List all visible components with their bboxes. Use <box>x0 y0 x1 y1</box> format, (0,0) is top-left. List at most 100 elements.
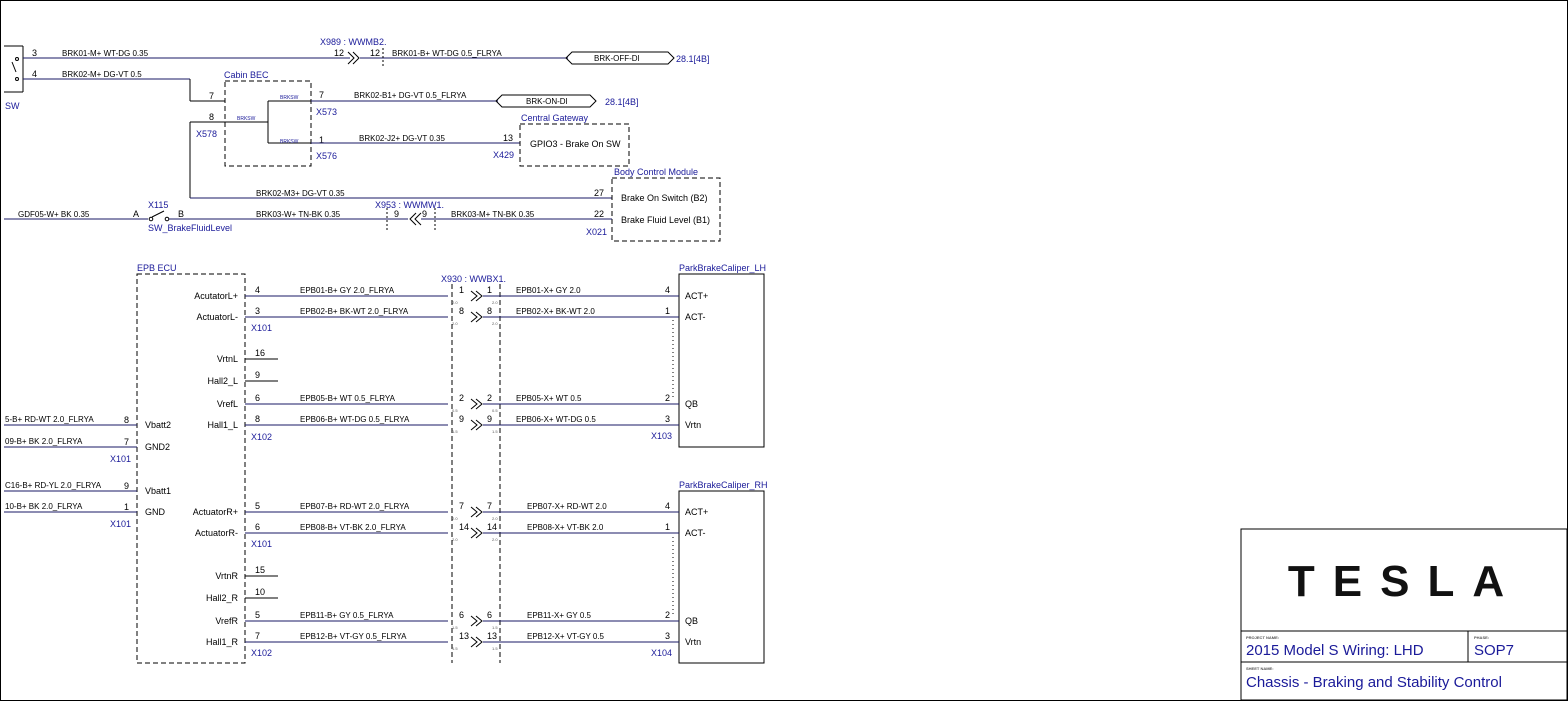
epb-row-10-caliper-name: QB <box>685 616 698 626</box>
brksw-tag-1: BRKSW <box>280 95 299 101</box>
epb-row-4-connector-a <box>470 398 478 410</box>
sw-label: SW <box>5 101 20 111</box>
cabin-bec-label: Cabin BEC <box>224 70 269 80</box>
gpio3-label: GPIO3 - Brake On SW <box>530 139 621 149</box>
epb-row-7-caliper-pin: 1 <box>665 522 670 532</box>
epb-row-5-connector-b <box>475 419 483 431</box>
epb-power-0-name: Vbatt2 <box>145 420 171 430</box>
epb-row-0-caliper-name: ACT+ <box>685 291 708 301</box>
brake-on-switch-label: Brake On Switch (B2) <box>621 193 708 203</box>
epb-power-1-wire-label: 09-B+ BK 2.0_FLRYA <box>5 437 83 446</box>
caliper-lh-box <box>678 273 765 448</box>
epb-row-7-conn-pin-1: 14 <box>459 522 469 532</box>
central-gateway-box <box>519 123 630 167</box>
wire-brk02-b1-label: BRK02-B1+ DG-VT 0.5_FLRYA <box>354 91 467 100</box>
bec-pin-7b: 7 <box>319 90 324 100</box>
epb-row-3-label: Hall2_L <box>207 376 238 386</box>
epb-row-5-caliper-pin: 3 <box>665 414 670 424</box>
x573-label: X573 <box>316 107 337 117</box>
epb-row-1-wire-label: EPB02-B+ BK-WT 2.0_FLRYA <box>300 307 409 316</box>
x429-label: X429 <box>493 150 514 160</box>
central-gateway-label: Central Gateway <box>521 113 589 123</box>
x103-label: X103 <box>651 431 672 441</box>
x989-connector <box>347 51 355 65</box>
brksw-tag-3: BRKSW <box>280 139 299 145</box>
x953-connector <box>409 212 417 226</box>
epb-ecu-box <box>136 273 246 664</box>
epb-row-0-wire-label: EPB01-B+ GY 2.0_FLRYA <box>300 286 395 295</box>
sw-fluid-pin-a: A <box>133 209 139 219</box>
epb-row-10-size-1: 1.5 <box>452 625 458 630</box>
epb-row-0-pin: 4 <box>255 285 260 295</box>
epb-ecu-label: EPB ECU <box>137 263 177 273</box>
epb-row-4-wire-label: EPB05-B+ WT 0.5_FLRYA <box>300 394 396 403</box>
sheet-name-value: Chassis - Braking and Stability Control <box>1246 674 1502 691</box>
epb-row-7-wire-2-label: EPB08-X+ VT-BK 2.0 <box>527 523 604 532</box>
sw-pin-3: 3 <box>32 48 37 58</box>
x578-label: X578 <box>196 129 217 139</box>
epb-row-11-pin: 7 <box>255 631 260 641</box>
brksw-tag-2: BRKSW <box>237 116 256 122</box>
epb-row-4-caliper-pin: 2 <box>665 393 670 403</box>
bcm-box <box>611 177 721 242</box>
epb-row-5-conn-pin-1: 9 <box>459 414 464 424</box>
bec-pin-8: 8 <box>209 112 214 122</box>
epb-row-6-pin: 5 <box>255 501 260 511</box>
wire-brk03-w-label: BRK03-W+ TN-BK 0.35 <box>256 210 341 219</box>
epb-row-6-conn-pin-2: 7 <box>487 501 492 511</box>
epb-row-8-pin: 15 <box>255 565 265 575</box>
epb-row-10-conn-pin-1: 6 <box>459 610 464 620</box>
epb-row-7-wire-label: EPB08-B+ VT-BK 2.0_FLRYA <box>300 523 406 532</box>
x989-pin-left: 12 <box>334 48 344 58</box>
brake-fluid-label: Brake Fluid Level (B1) <box>621 215 710 225</box>
x576-label: X576 <box>316 151 337 161</box>
epb-row-0-connector-b <box>475 290 483 302</box>
epb-row-11-label: Hall1_R <box>206 637 239 647</box>
wire-brk02-m-label: BRK02-M+ DG-VT 0.5 <box>62 70 142 79</box>
x989-connector-2 <box>352 51 360 65</box>
epb-row-4-connector-b <box>475 398 483 410</box>
cabin-bec-box <box>224 80 312 167</box>
sw-fluid-pin-b: B <box>178 209 184 219</box>
epb-row-2-label: VrtnL <box>217 354 238 364</box>
x115-label: X115 <box>148 200 168 210</box>
epb-row-1-conn-pin-1: 8 <box>459 306 464 316</box>
epb-power-0-wire-label: 5-B+ RD-WT 2.0_FLRYA <box>5 415 94 424</box>
sw-brake-fluid-label: SW_BrakeFluidLevel <box>148 223 232 233</box>
epb-row-4-label: VrefL <box>217 399 238 409</box>
phase-value: SOP7 <box>1474 642 1514 659</box>
x101-label-b: X101 <box>251 539 272 549</box>
epb-row-4-caliper-name: QB <box>685 399 698 409</box>
epb-row-3-pin: 9 <box>255 370 260 380</box>
epb-row-4-wire-2-label: EPB05-X+ WT 0.5 <box>516 394 582 403</box>
connector-x989-label: X989 : WWMB2. <box>320 37 387 47</box>
epb-row-9-label: Hall2_R <box>206 593 239 603</box>
epb-row-5-size-2: 1.5 <box>492 429 498 434</box>
epb-row-10-wire-2-label: EPB11-X+ GY 0.5 <box>527 611 592 620</box>
project-name-label: PROJECT NAME: <box>1246 635 1279 640</box>
epb-row-0-wire-2-label: EPB01-X+ GY 2.0 <box>516 286 581 295</box>
epb-row-1-size-1: 2.0 <box>452 321 458 326</box>
epb-row-11-caliper-name: Vrtn <box>685 637 701 647</box>
brk-on-di-flag <box>495 94 597 108</box>
x953-pin-left: 9 <box>394 209 399 219</box>
wire-brk03-m-label: BRK03-M+ TN-BK 0.35 <box>451 210 535 219</box>
epb-row-4-conn-pin-2: 2 <box>487 393 492 403</box>
epb-row-4-size-1: 0.5 <box>452 408 458 413</box>
epb-row-7-conn-pin-2: 14 <box>487 522 497 532</box>
epb-row-0-caliper-pin: 4 <box>665 285 670 295</box>
epb-row-10-label: VrefR <box>215 616 238 626</box>
x989-pin-right: 12 <box>370 48 380 58</box>
tesla-logo: TESLA <box>1288 557 1522 606</box>
caliper-rh-box <box>678 490 765 664</box>
epb-row-1-pin: 3 <box>255 306 260 316</box>
epb-row-7-label: ActuatorR- <box>195 528 238 538</box>
bcm-label: Body Control Module <box>614 167 698 177</box>
epb-row-4-conn-pin-1: 2 <box>459 393 464 403</box>
epb-row-5-conn-pin-2: 9 <box>487 414 492 424</box>
epb-row-11-wire-label: EPB12-B+ VT-GY 0.5_FLRYA <box>300 632 407 641</box>
epb-row-1-size-2: 2.0 <box>492 321 498 326</box>
epb-row-11-connector-b <box>475 636 483 648</box>
project-name-value: 2015 Model S Wiring: LHD <box>1246 642 1424 659</box>
